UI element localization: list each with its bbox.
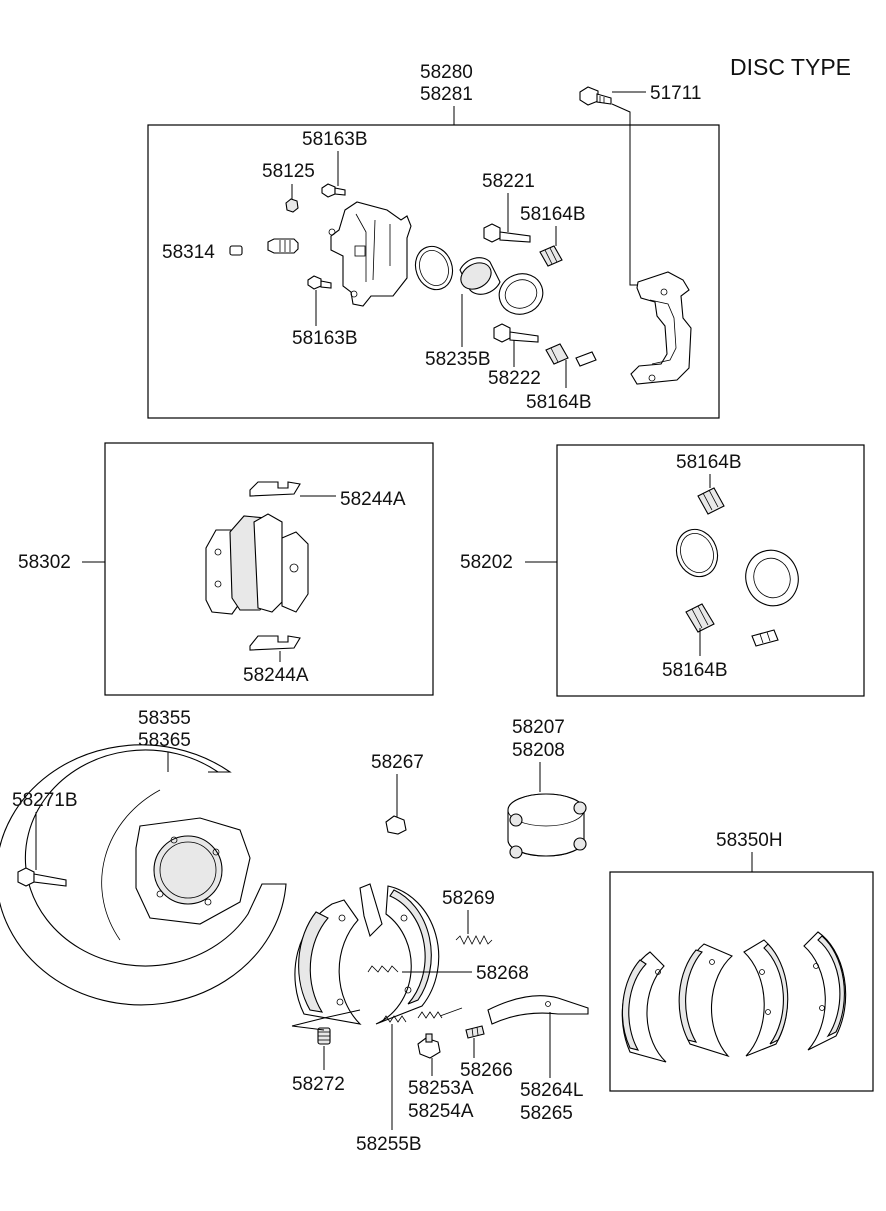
adjuster-part xyxy=(417,1033,441,1059)
seal-kit-group: 58202 58164B 58164B xyxy=(460,444,865,697)
kit-boot-ring-part xyxy=(745,549,799,607)
caliper-assembly-box xyxy=(147,124,720,419)
label-bleeder-58314: 58314 xyxy=(162,242,215,263)
kit-shoe-2-part xyxy=(678,943,734,1058)
label-nut-58267: 58267 xyxy=(371,752,424,773)
label-drum-2: 58208 xyxy=(512,740,565,761)
pin-58222-part xyxy=(493,323,539,343)
label-spring-58268: 58268 xyxy=(476,963,529,984)
kit-shoe-4-part xyxy=(803,931,847,1051)
label-kit-boot-top: 58164B xyxy=(676,452,742,473)
label-bolt-58163b-bottom: 58163B xyxy=(292,328,358,349)
label-pad-kit-58302: 58302 xyxy=(18,552,71,573)
label-adjuster-2: 58254A xyxy=(408,1101,474,1122)
pad-kit-box xyxy=(104,442,434,696)
spring-58272-part xyxy=(317,1027,331,1045)
seal-kit-box xyxy=(556,444,865,697)
label-lever-2: 58265 xyxy=(520,1103,573,1124)
label-pin-58222: 58222 xyxy=(488,368,541,389)
piston-boot-ring-part xyxy=(498,273,544,315)
label-caliper-assy-1: 58280 xyxy=(420,62,473,83)
bleeder-58314-part xyxy=(229,238,299,256)
label-clip-58244a-top: 58244A xyxy=(340,489,406,510)
label-spring-58269: 58269 xyxy=(442,888,495,909)
spring-58268-part xyxy=(367,965,399,973)
label-lever-1: 58264L xyxy=(520,1080,583,1101)
shoe-kit-box xyxy=(609,871,874,1092)
drum-group: 58207 58208 xyxy=(507,717,587,859)
clip-58244a-bottom-part xyxy=(249,635,301,651)
pad-kit-group: 58302 58244A 58244A xyxy=(18,442,434,696)
clip-58244a-top-part xyxy=(249,481,301,497)
spring-58269-part xyxy=(455,935,493,945)
nut-58267-group: 58267 xyxy=(371,752,424,835)
boot-58164b-top-part xyxy=(539,245,563,267)
bolt-58163b-bottom-part xyxy=(307,275,332,290)
caliper-assembly-group: 58280 58281 51711 58163B xyxy=(147,62,720,419)
shoe-kit-group: 58350H xyxy=(609,830,874,1092)
label-spring-58266: 58266 xyxy=(460,1060,513,1081)
lever-part xyxy=(487,995,589,1025)
nut-58267-part xyxy=(385,815,407,835)
label-boot-58164b-bottom: 58164B xyxy=(526,392,592,413)
label-bolt-51711: 51711 xyxy=(650,83,701,104)
label-caliper-assy-2: 58281 xyxy=(420,84,473,105)
kit-shoe-3-part xyxy=(743,939,789,1057)
label-kit-boot-bottom: 58164B xyxy=(662,660,728,681)
boot-58164b-bottom-part xyxy=(545,343,597,367)
label-spring-58255b: 58255B xyxy=(356,1134,422,1155)
brake-shoes-part xyxy=(294,883,440,1025)
kit-boot-top-part xyxy=(697,487,725,515)
pin-58221-part xyxy=(483,223,531,243)
label-pin-58221: 58221 xyxy=(482,171,535,192)
label-boot-58164b-top: 58164B xyxy=(520,204,586,225)
shoe-assembly-group: 58269 58268 58272 58255B xyxy=(291,883,589,1155)
bolt-58271b-part xyxy=(17,867,67,887)
label-seal-kit-58202: 58202 xyxy=(460,552,513,573)
kit-seal-ring-part xyxy=(675,528,719,578)
label-spring-58272: 58272 xyxy=(292,1074,345,1095)
piston-part xyxy=(459,257,501,295)
spring-58255b-part xyxy=(381,1007,463,1023)
drum-part xyxy=(507,793,587,859)
label-bolt-58163b-top: 58163B xyxy=(302,129,368,150)
bolt-58163b-top-part xyxy=(321,183,346,198)
kit-small-boot-part xyxy=(751,629,779,647)
caliper-bracket-part xyxy=(630,271,692,385)
brake-pads-part xyxy=(205,513,309,615)
diagram-title: DISC TYPE xyxy=(730,54,851,80)
bolt-51711-part xyxy=(579,86,612,106)
label-clip-58244a-bottom: 58244A xyxy=(243,665,309,686)
kit-boot-bottom-part xyxy=(685,603,715,633)
seal-ring-part xyxy=(414,245,454,291)
label-bolt-58271b: 58271B xyxy=(12,790,78,811)
caliper-body-part xyxy=(328,201,412,307)
label-backing-plate-1: 58355 xyxy=(138,708,191,729)
kit-shoe-1-part xyxy=(621,951,667,1063)
label-shoe-kit-58350h: 58350H xyxy=(716,830,783,851)
backing-plate-group: 58355 58365 58271B xyxy=(0,708,287,1006)
spring-58266-part xyxy=(465,1025,485,1039)
label-adjuster-1: 58253A xyxy=(408,1078,474,1099)
cap-58125-part xyxy=(285,198,299,213)
label-drum-1: 58207 xyxy=(512,717,565,738)
backing-plate-part xyxy=(0,744,287,1006)
label-piston-58235b: 58235B xyxy=(425,349,491,370)
label-cap-58125: 58125 xyxy=(262,161,315,182)
